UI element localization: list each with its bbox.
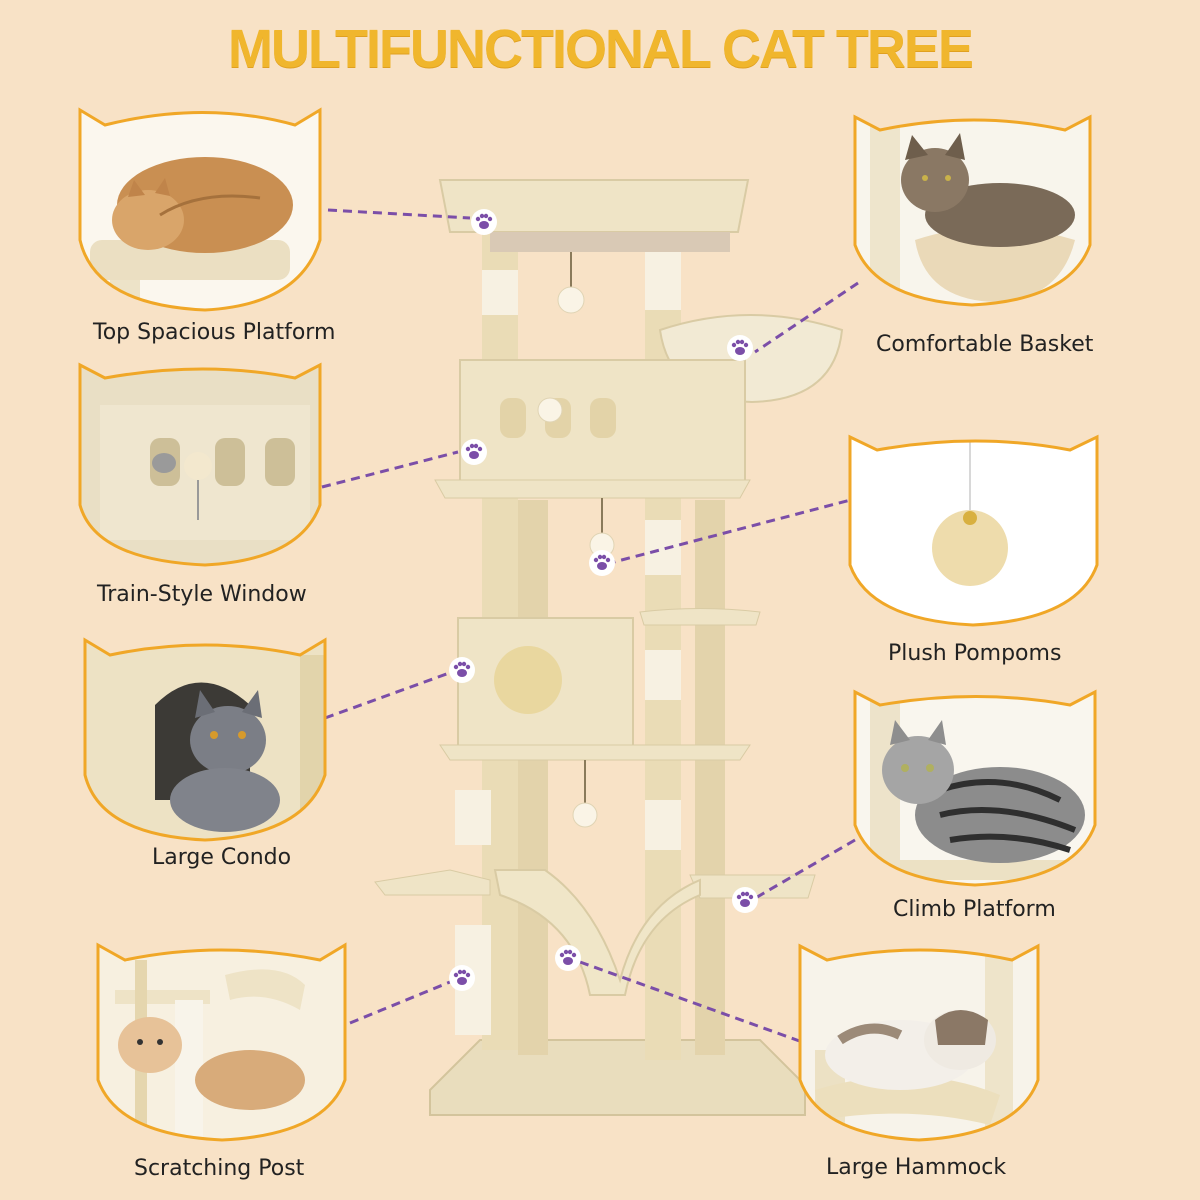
sleeping-cat-photo [78, 107, 322, 312]
feature-label-top-platform: Top Spacious Platform [93, 320, 336, 345]
paw-icon [471, 209, 497, 235]
pompom [537, 397, 563, 423]
page-title: MULTIFUNCTIONAL CAT TREE [228, 19, 974, 79]
pompom [572, 802, 598, 828]
paw-icons [449, 209, 758, 991]
top-platform [438, 179, 750, 233]
cat-tree [374, 179, 844, 1116]
feature-label-large-condo: Large Condo [152, 845, 292, 870]
connector-top-platform [327, 208, 471, 220]
left-platform [374, 869, 491, 896]
connector-basket [754, 281, 859, 354]
feature-label-scratching-post: Scratching Post [134, 1156, 305, 1181]
connector-climb-platform [751, 838, 856, 902]
pompom-photo [848, 434, 1099, 627]
window-cat-photo [78, 362, 322, 567]
tree-post [695, 500, 725, 1055]
scratching-kitten-photo [96, 942, 347, 1142]
paw-icon [589, 550, 615, 576]
side-platform [639, 608, 761, 626]
connector-pompoms [613, 495, 863, 564]
sisal-wrap [645, 520, 681, 575]
sisal-wrap [482, 270, 518, 315]
tree-post [518, 500, 548, 1055]
feature-label-hammock: Large Hammock [826, 1155, 1007, 1180]
pompom-closeup [932, 510, 1008, 586]
paw-icon [732, 887, 758, 913]
sisal-wrap [645, 250, 681, 310]
paw-icon [449, 965, 475, 991]
feature-label-basket: Comfortable Basket [876, 332, 1094, 357]
paw-icon [449, 657, 475, 683]
train-condo-floor [434, 479, 751, 499]
sisal-wrap [645, 800, 681, 850]
feature-label-climb-platform: Climb Platform [893, 897, 1056, 922]
connector-hammock [579, 960, 806, 1045]
connector-scratching-post [349, 980, 451, 1025]
connector-train-window [321, 450, 459, 489]
hammock-cat-photo [798, 943, 1040, 1142]
paw-icon [555, 945, 581, 971]
sisal-wrap [455, 790, 491, 845]
feature-label-pompoms: Plush Pompoms [888, 641, 1062, 666]
sisal-wrap [645, 650, 681, 700]
pompom [557, 286, 585, 314]
condo-cat-photo [83, 637, 327, 842]
condo-floor [439, 744, 751, 761]
tree-base [429, 1039, 806, 1116]
connector-large-condo [324, 670, 453, 720]
feature-label-train-window: Train-Style Window [97, 582, 307, 607]
basket-cat-photo [853, 114, 1092, 307]
connector-lines [321, 208, 863, 1045]
tabby-cat-photo [853, 689, 1097, 887]
paw-icon [461, 439, 487, 465]
paw-icon [727, 335, 753, 361]
